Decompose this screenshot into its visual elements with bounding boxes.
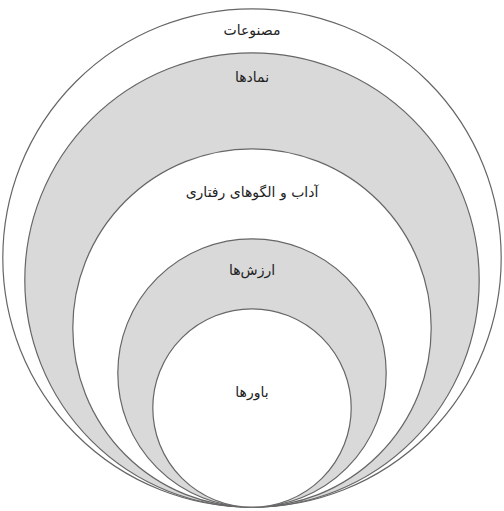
nested-circle: ارزش‌ها باورها xyxy=(117,238,387,508)
nested-circle: آداب و الگوهای رفتاری ارزش‌ها باورها xyxy=(72,148,432,508)
nested-circle: نمادها آداب و الگوهای رفتاری ارزش‌ها باورها xyxy=(24,52,480,508)
layer-label: آداب و الگوهای رفتاری xyxy=(186,182,319,202)
layer-label: نمادها xyxy=(235,67,269,87)
circle-outline xyxy=(152,308,352,508)
nested-circle: باورها xyxy=(152,308,352,508)
nested-circle: مصنوعات نمادها آداب و الگوهای رفتاری ارزش‌ه… xyxy=(2,8,502,508)
layer-label: مصنوعات xyxy=(224,20,281,40)
layer-label: ارزش‌ها xyxy=(229,260,275,280)
layer-label: باورها xyxy=(235,382,268,402)
